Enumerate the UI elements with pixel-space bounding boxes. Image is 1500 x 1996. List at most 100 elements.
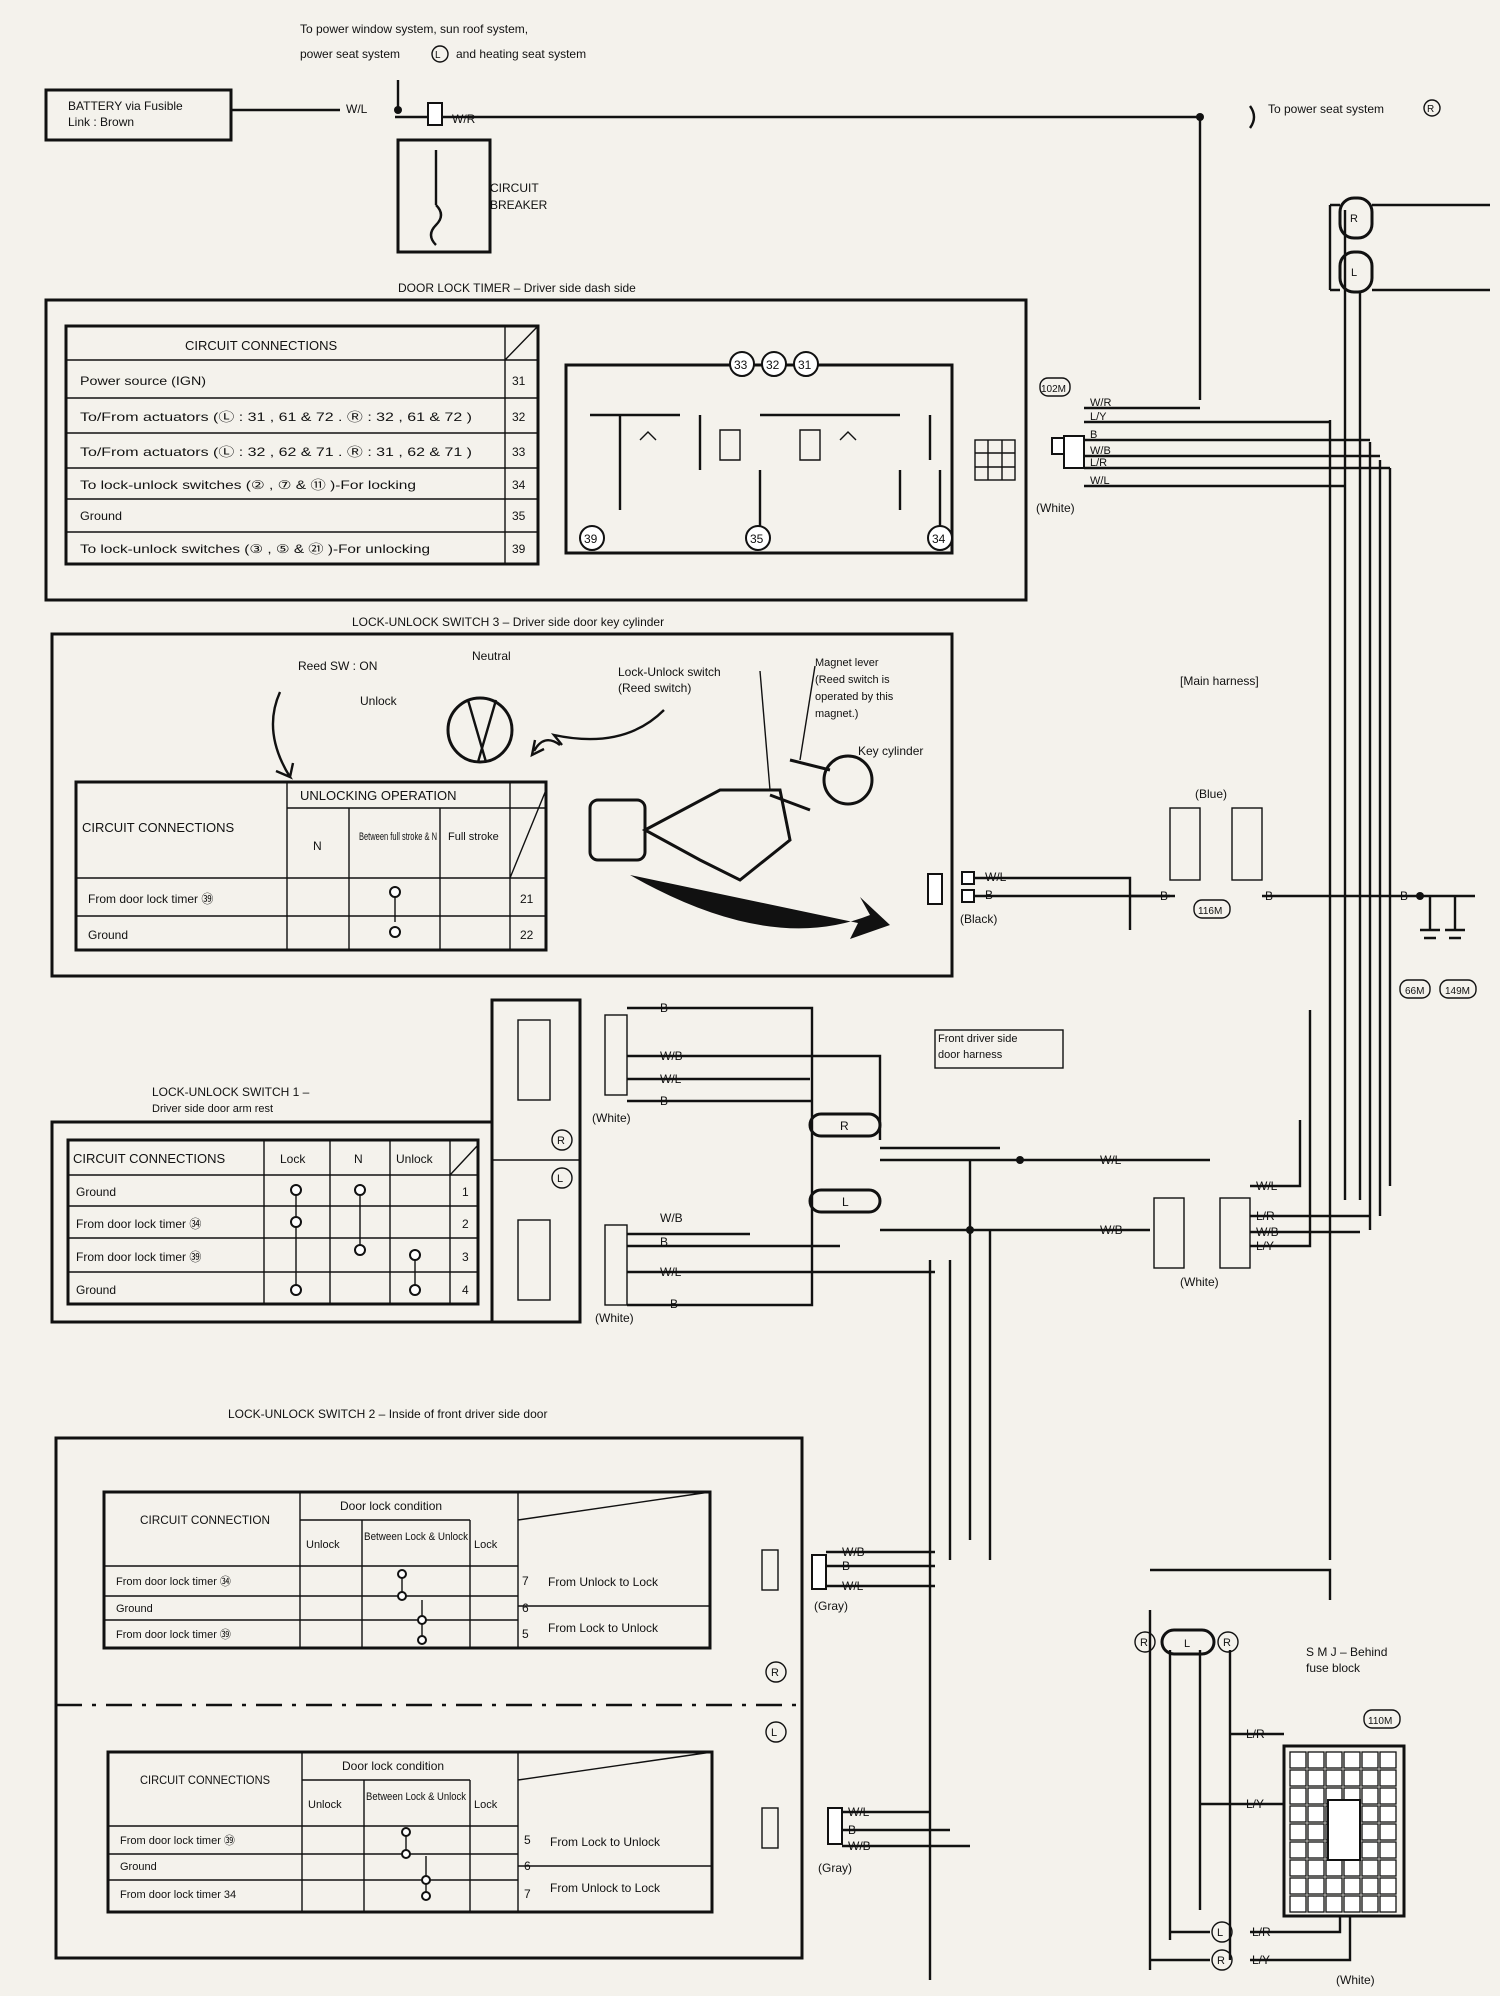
smj-l-bottom: L [1217, 1927, 1223, 1939]
timer-row-pin: 35 [512, 509, 526, 523]
timer-table [64, 324, 540, 566]
switch1-row-pin: 1 [462, 1185, 469, 1199]
switch2-conn-r [811, 1554, 827, 1590]
timer-pin-top [793, 351, 819, 377]
splice-l-label: L [842, 1195, 849, 1209]
switch2-row-label-l: From door lock timer ㊴ [120, 1834, 235, 1847]
smj-cell [1307, 1769, 1325, 1787]
key-cylinder-icon [446, 696, 514, 764]
conn-102m-color: (White) [1036, 501, 1075, 515]
switch3-title: LOCK-UNLOCK SWITCH 3 – Driver side door … [352, 615, 664, 629]
switch1-r-icon [551, 1129, 573, 1151]
blue-conn-a [1169, 807, 1201, 881]
smj-cell [1307, 1877, 1325, 1895]
battery-box [44, 88, 233, 142]
switch2-row-desc-l: From Unlock to Lock [550, 1881, 661, 1895]
sw1-upper-wire-1: W/B [660, 1049, 683, 1063]
switch3-row-label: Ground [88, 928, 128, 942]
smj-cell [1379, 1787, 1397, 1805]
timer-box [44, 298, 1028, 602]
switch3-connector-color: (Black) [960, 912, 997, 926]
smj-cell [1307, 1787, 1325, 1805]
smj-wire-3: L/Y [1252, 1953, 1270, 1967]
splice-r [808, 1112, 882, 1138]
smj-wire-1: L/Y [1246, 1797, 1264, 1811]
magnet-l1: Magnet lever [815, 657, 879, 669]
smj-r-bottom: R [1217, 1955, 1225, 1967]
sw2-wire-l-0: W/L [848, 1805, 870, 1819]
conn-102m-wire: W/R [1090, 397, 1111, 409]
smj-cell [1361, 1787, 1379, 1805]
mid-connector-b [1219, 1197, 1251, 1269]
switch2-col-lock-r: Lock [474, 1539, 498, 1551]
smj-cell [1289, 1751, 1307, 1769]
smj-cell [1379, 1877, 1397, 1895]
battery-line2: Link : Brown [68, 115, 134, 129]
switch1-l-icon [551, 1167, 573, 1189]
reed-switch-label: (Reed switch) [618, 681, 691, 695]
smj-cell [1361, 1751, 1379, 1769]
smj-cell [1343, 1877, 1361, 1895]
switch2-side-r: R [771, 1667, 779, 1679]
circuit-breaker-box [396, 138, 492, 254]
front-door-harness-bracket [934, 1029, 1064, 1069]
smj-cell [1289, 1841, 1307, 1859]
sw1-lower-wire-3: B [670, 1297, 678, 1311]
l-circle-icon [431, 45, 449, 63]
switch1-col-unlock: Unlock [396, 1152, 434, 1166]
key-barrel-icon [822, 754, 874, 806]
timer-pin-top-label: 32 [766, 358, 780, 372]
timer-pin-bottom [579, 525, 605, 551]
switch1-title-line1: LOCK-UNLOCK SWITCH 1 – [152, 1085, 310, 1099]
conn-116m-label: 116M [1198, 906, 1222, 917]
smj-cell [1379, 1895, 1397, 1913]
timer-pin-top [761, 351, 787, 377]
smj-r-b: R [1223, 1637, 1231, 1649]
smj-cell [1307, 1859, 1325, 1877]
switch2-col-unlock-l: Unlock [308, 1799, 342, 1811]
sw2-wire-r-0: W/B [842, 1545, 865, 1559]
switch1-table [66, 1138, 480, 1306]
smj-cell [1343, 1769, 1361, 1787]
smj-cell [1361, 1895, 1379, 1913]
smj-l-icon-bottom [1211, 1921, 1233, 1943]
conn-102m-wire: B [1090, 429, 1097, 441]
timer-row-label: To/From actuators (Ⓛ : 31 , 61 & 72 . Ⓡ … [80, 410, 472, 424]
timer-row-pin: 32 [512, 410, 526, 424]
smj-cell [1361, 1769, 1379, 1787]
wire-wb-mid: W/B [1100, 1223, 1123, 1237]
blue-wire-b-right: B [1265, 889, 1273, 903]
blue-label: (Blue) [1195, 787, 1227, 801]
sw2-wire-r-2: W/L [842, 1579, 864, 1593]
smj-cell [1325, 1895, 1343, 1913]
switch2-col-lock-l: Lock [474, 1799, 498, 1811]
sw1-lower-color: (White) [595, 1311, 634, 1325]
switch1-col-lock: Lock [280, 1152, 306, 1166]
switch2-col-unlock-r: Unlock [306, 1539, 340, 1551]
timer-row-label: To lock-unlock switches (② , ⑦ & ⑪ )-For… [80, 478, 416, 492]
smj-cell [1343, 1895, 1361, 1913]
switch1-side-l: L [557, 1173, 563, 1185]
ground-149m: 149M [1445, 986, 1470, 997]
switch1-connector-r [517, 1019, 551, 1101]
smj-wire-2: L/R [1252, 1925, 1271, 1939]
switch1-lower-plug [604, 1224, 628, 1306]
switch1-row-pin: 2 [462, 1217, 469, 1231]
relay-l-label: L [1351, 267, 1357, 279]
breaker-line2: BREAKER [490, 198, 548, 212]
timer-row-pin: 31 [512, 374, 526, 388]
switch1-row-label: Ground [76, 1283, 116, 1297]
switch3-wire-0: W/L [985, 870, 1007, 884]
timer-pin-top-label: 31 [798, 358, 812, 372]
conn-102m-wire: W/B [1090, 445, 1111, 457]
sw1-lower-wire-0: W/B [660, 1211, 683, 1225]
sw2-conn-r-color: (Gray) [814, 1599, 848, 1613]
smj-r-a: R [1140, 1637, 1148, 1649]
conn-102m-wire: L/Y [1090, 411, 1107, 423]
smj-block [1282, 1744, 1406, 1918]
timer-title: DOOR LOCK TIMER – Driver side dash side [398, 281, 636, 295]
timer-pin-bottom-label: 39 [584, 532, 598, 546]
timer-row-pin: 34 [512, 478, 526, 492]
timer-pin-bottom [927, 525, 953, 551]
